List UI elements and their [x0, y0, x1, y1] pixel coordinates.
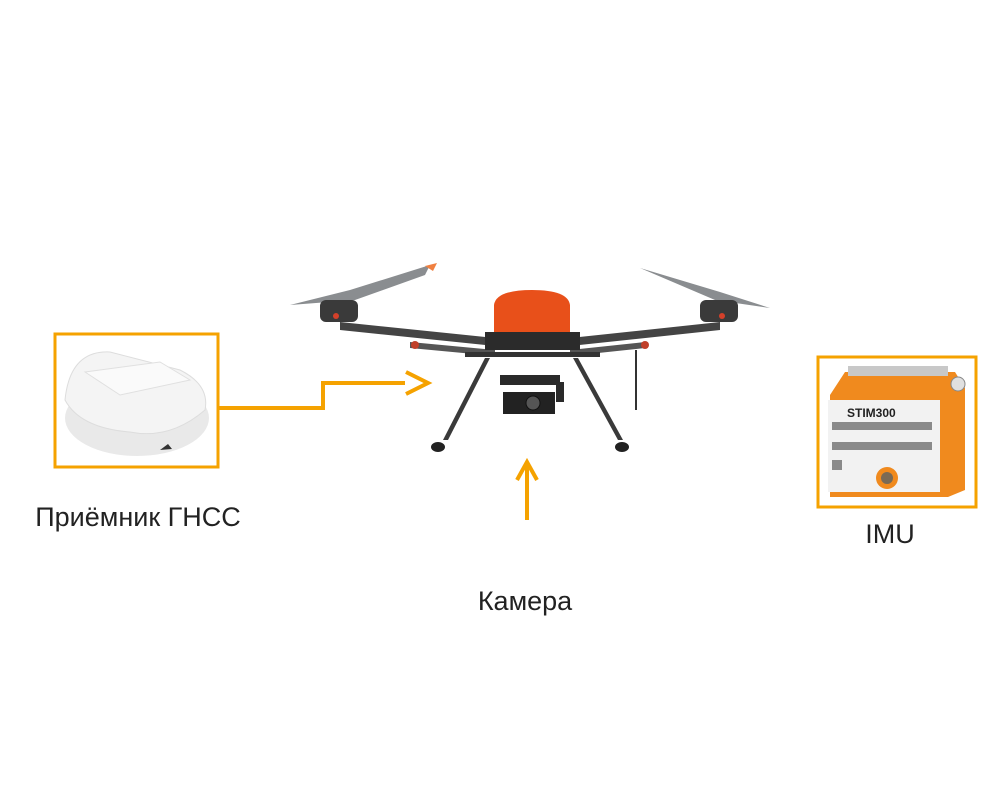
gnss-receiver-label: Приёмник ГНСС: [35, 502, 241, 532]
imu-model-text: STIM300: [847, 406, 896, 420]
gnss-to-drone-arrow: [218, 370, 433, 410]
gnss-antenna-image: [64, 351, 209, 456]
camera-arrow: [515, 457, 539, 520]
imu-device-image: STIM300: [828, 366, 966, 497]
gnss-receiver-panel: [53, 332, 220, 469]
imu-label: IMU: [865, 519, 915, 549]
camera-label: Камера: [477, 586, 573, 616]
imu-panel: STIM300: [816, 355, 978, 509]
drone-image: [290, 263, 770, 452]
